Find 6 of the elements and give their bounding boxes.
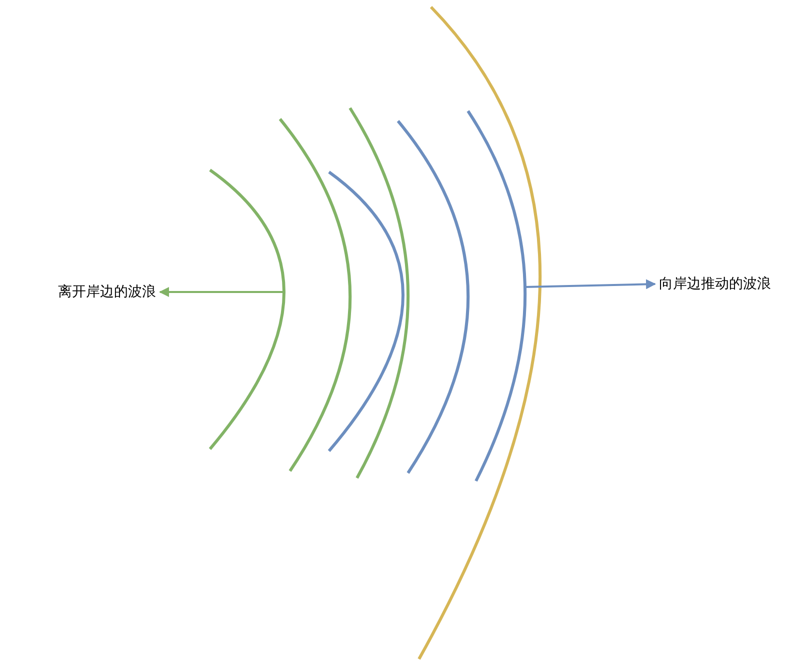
arrow	[524, 279, 656, 290]
wave-line	[208, 168, 286, 450]
arrow	[159, 287, 284, 297]
wave-label: 向岸边推动的波浪	[659, 275, 771, 293]
wave-line	[466, 110, 526, 482]
wave-label: 离开岸边的波浪	[58, 283, 156, 301]
